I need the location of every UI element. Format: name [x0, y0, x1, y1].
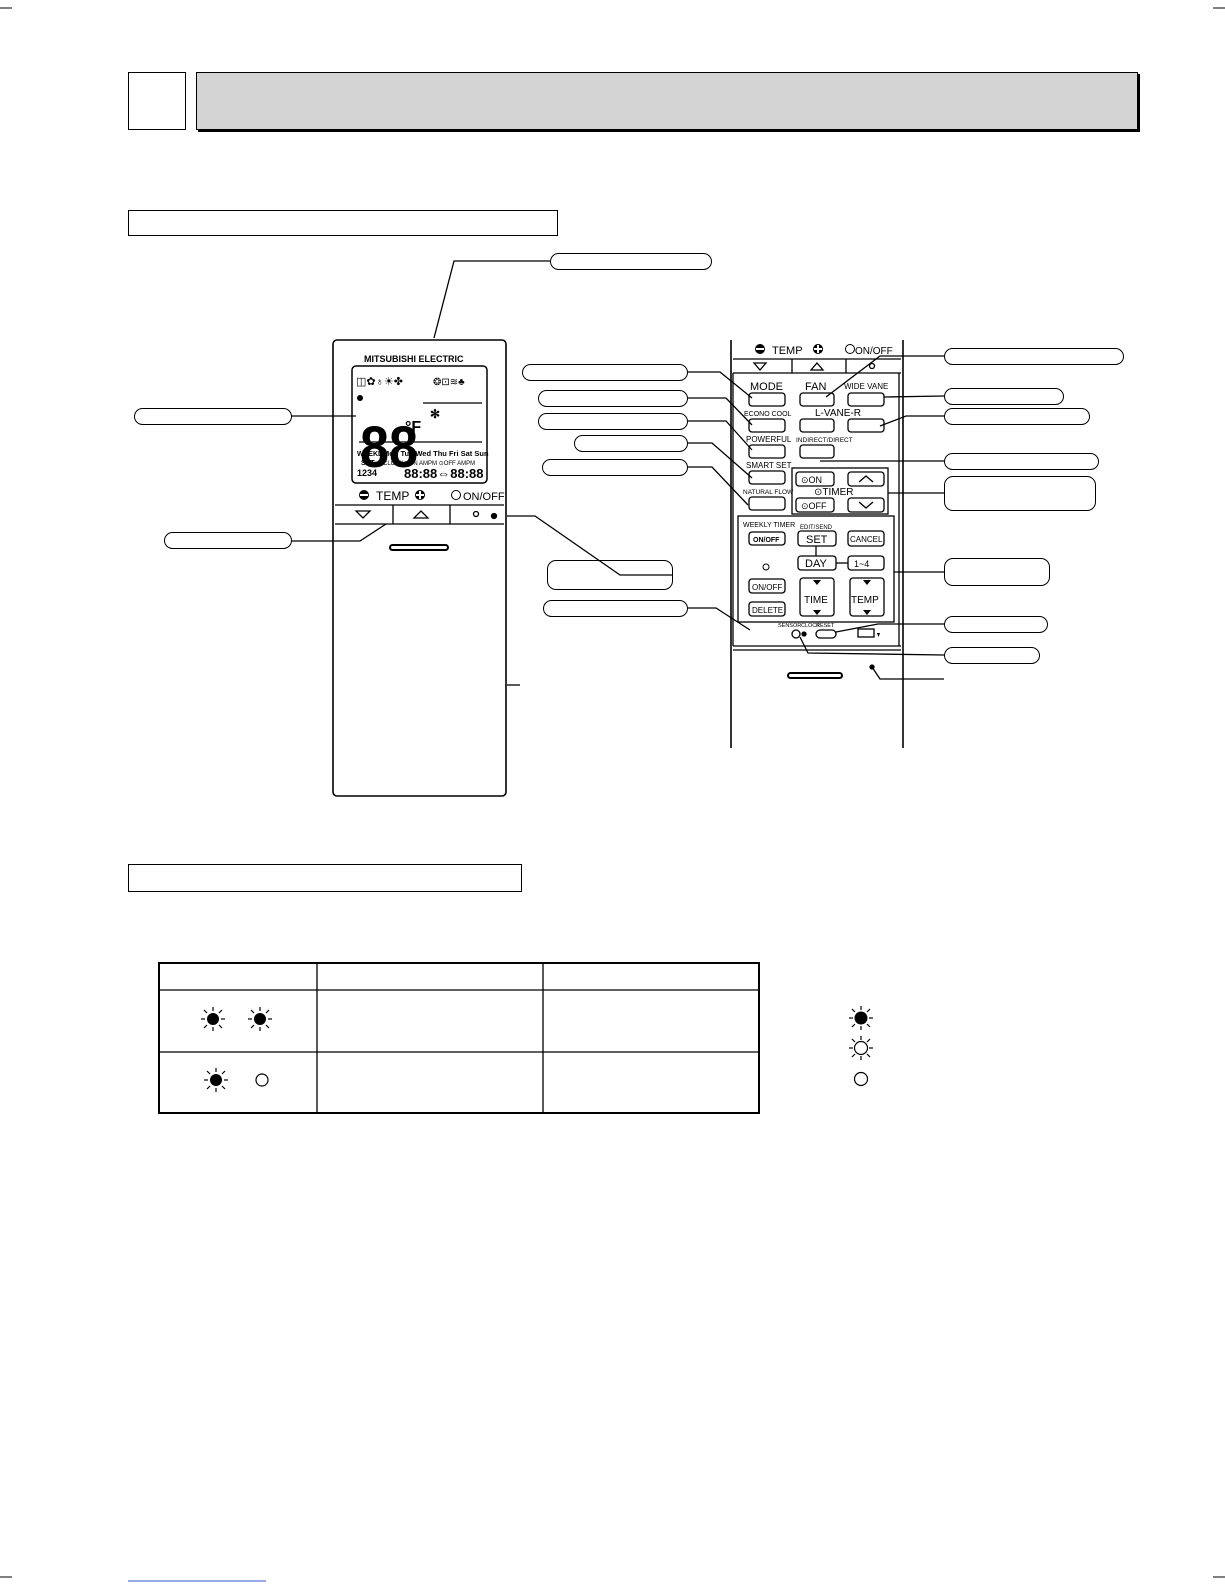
timer-label: ⊙TIMER — [814, 487, 854, 498]
callout-econo — [538, 390, 688, 407]
clock-label: CLOCK — [801, 623, 820, 629]
front-remote-labels: MITSUBISHI ELECTRIC 88 °F WEEKLY Mon Tue… — [357, 354, 505, 503]
delete-label: DELETE — [752, 606, 783, 615]
days-row: Mon Tue Wed Thu Fri Sat Sun — [383, 449, 489, 458]
brand-text: MITSUBISHI ELECTRIC — [364, 354, 464, 364]
inner-remote-labels: TEMP ON/OFF MODE FAN WIDE VANE ECONO COO… — [743, 345, 893, 629]
indirect-label: INDIRECT/DIRECT — [796, 437, 853, 444]
legend-blink-icon — [849, 1036, 873, 1060]
off-lamp-icon-1 — [255, 1073, 269, 1087]
subsection-header-indicator — [128, 864, 522, 892]
lit-lamp-icon-2 — [248, 1007, 272, 1031]
timer-digits: 88:88⇔88:88 — [404, 466, 484, 481]
thermometer-icon — [357, 395, 363, 401]
callout-clock — [944, 647, 1040, 664]
timer-on-label: ⊙ON — [801, 475, 822, 485]
wide-vane-label: WIDE VANE — [844, 382, 888, 391]
callout-smartset — [574, 435, 688, 452]
cancel-label: CANCEL — [850, 535, 883, 544]
temp-up-arrow-icon — [863, 580, 871, 585]
callout-indirect — [944, 453, 1099, 470]
time-down-arrow-icon — [813, 610, 821, 615]
page-title-bar — [196, 72, 1138, 130]
section-number-box — [128, 72, 186, 130]
callout-sensor — [543, 600, 688, 617]
edit-send-label: EDIT/SEND — [800, 525, 833, 531]
subsection-header-remote — [128, 210, 558, 236]
display-digits: 88 — [360, 415, 418, 480]
callout-temp-buttons — [164, 532, 292, 549]
callout-fan — [944, 348, 1124, 365]
indicator-symbols — [201, 1006, 873, 1092]
page-marks — [0, 7, 1225, 1582]
power-icon — [845, 344, 855, 354]
onoff-small-label: ON/OFF — [752, 583, 782, 592]
callout-widevane — [944, 388, 1064, 405]
front-temp-icons: ✻ ◫✿♁☀✤ ❂⊡≋♣ — [356, 376, 465, 500]
clock-icon — [762, 563, 770, 571]
callout-timer — [944, 476, 1096, 511]
fan-label: FAN — [805, 381, 826, 393]
set-label: SET — [806, 534, 828, 546]
callout-reset — [944, 616, 1048, 633]
timer-row: CLOCK⊙ON AMPM ⊙OFF AMPM — [383, 461, 475, 467]
power-icon — [451, 490, 461, 500]
legend-lit-icon — [849, 1006, 873, 1030]
natural-flow-label: NATURAL FLOW — [743, 489, 794, 496]
econo-cool-label: ECONO COOL — [744, 411, 792, 418]
smart-set-label: SMART SET — [746, 461, 792, 470]
time-label: TIME — [804, 595, 828, 606]
callout-mode — [522, 364, 688, 381]
front-temp-label: TEMP — [376, 489, 409, 503]
lit-lamp-icon-1 — [201, 1007, 225, 1031]
battery-arrow-icon — [877, 633, 880, 637]
timer-off-label: ⊙OFF — [801, 501, 827, 511]
callout-lvane — [944, 408, 1090, 425]
timer-nums: 1234 — [357, 468, 377, 478]
callout-display — [134, 408, 292, 425]
powerful-label: POWERFUL — [746, 435, 792, 444]
display-unit: °F — [405, 419, 421, 436]
callout-weekly — [944, 558, 1050, 586]
weekly-timer-label: WEEKLY TIMER — [743, 522, 795, 529]
reset-label: RESET — [816, 623, 835, 629]
inner-onoff-label: ON/OFF — [855, 346, 893, 357]
legend-off-icon — [853, 1071, 869, 1087]
inner-temp-label: TEMP — [772, 345, 803, 357]
callout-powerful — [538, 413, 688, 430]
inner-icons — [755, 344, 880, 637]
set-badge: SET — [361, 460, 375, 467]
day-label: DAY — [805, 558, 827, 570]
front-onoff-label: ON/OFF — [463, 491, 505, 503]
mode-icons: ◫✿♁☀✤ — [356, 376, 403, 388]
weekly-onoff-label: ON/OFF — [753, 537, 780, 544]
temp-small-label: TEMP — [851, 595, 879, 606]
weekly-badge: WEEKLY — [357, 451, 387, 458]
callout-remote-top — [550, 253, 712, 270]
temp-down-arrow-icon — [863, 610, 871, 615]
time-up-arrow-icon — [813, 580, 821, 585]
sensor-label: SENSOR — [778, 623, 801, 629]
lit-lamp-icon-3 — [204, 1068, 228, 1092]
lvane-label: L-VANE-R — [815, 408, 861, 419]
callout-naturalflow — [542, 459, 688, 476]
mode-label: MODE — [750, 381, 783, 393]
fan-icon: ✻ — [430, 407, 440, 421]
one-to-four-label: 1~4 — [854, 559, 869, 569]
status-icons: ❂⊡≋♣ — [433, 377, 465, 388]
